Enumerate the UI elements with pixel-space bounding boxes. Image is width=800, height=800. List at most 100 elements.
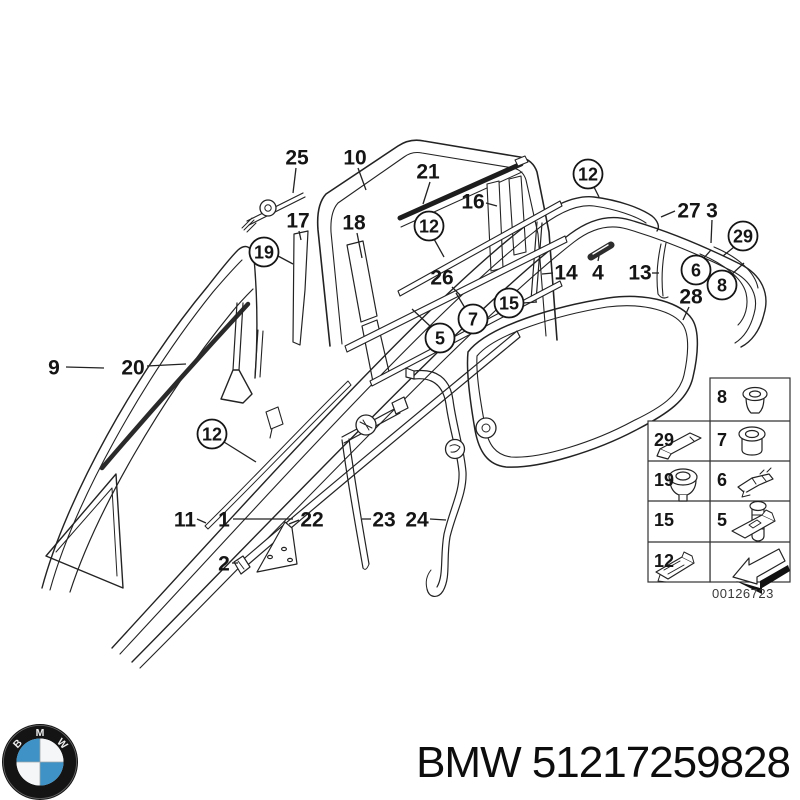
leader-line-8: [730, 262, 745, 276]
clamp-bracket-icon: [655, 551, 695, 583]
part-11-molding: [204, 380, 352, 530]
part-1-molding: [238, 330, 521, 570]
leader-line-18: [356, 232, 363, 259]
leader-lines: [65, 167, 745, 564]
legend-number-6: 6: [717, 470, 727, 490]
svg-text:1: 1: [218, 509, 230, 532]
small-clip: [265, 406, 284, 439]
leader-line-29: [722, 246, 735, 257]
svg-text:3: 3: [706, 200, 718, 223]
bmw-logo: B M W: [2, 724, 78, 800]
callout-9: 9: [48, 357, 60, 380]
round-grommet-icon: [738, 426, 766, 456]
waist-strip-a: [397, 200, 563, 297]
callout-24: 24: [405, 509, 429, 532]
leader-line-12: [223, 441, 257, 463]
svg-text:28: 28: [679, 286, 703, 309]
part-22-gusset: [256, 521, 298, 573]
callout-4: 4: [592, 262, 604, 285]
svg-text:29: 29: [733, 227, 753, 247]
leader-line-12: [433, 238, 445, 258]
direction-arrow-icon: [732, 548, 790, 594]
legend-number-15: 15: [654, 510, 674, 530]
svg-text:2: 2: [218, 553, 230, 576]
legend-number-5: 5: [717, 510, 727, 530]
legend-image-code: 00126723: [712, 586, 774, 601]
svg-text:5: 5: [435, 329, 445, 349]
leader-line-26: [451, 286, 462, 297]
leader-line-21: [422, 181, 431, 205]
roof-molding-b: [131, 216, 767, 669]
bracket-plate-icon: [731, 509, 776, 539]
svg-text:19: 19: [254, 243, 274, 263]
part-number-text: BMW 51217259828: [416, 738, 790, 787]
callout-circled-8: 8: [706, 269, 738, 301]
leader-line-15: [522, 301, 538, 304]
spring-clip-icon: [737, 467, 774, 498]
callout-circled-12: 12: [413, 210, 445, 242]
svg-text:16: 16: [461, 191, 484, 214]
callout-23: 23: [372, 509, 395, 532]
leader-line-20: [146, 363, 187, 367]
logo-quadrant-top-right: [40, 738, 64, 762]
part-17-pillar-trim: [292, 230, 309, 346]
callout-11: 11: [174, 509, 197, 532]
callout-circled-19: 19: [248, 236, 280, 268]
front-vent-wedge: [45, 473, 124, 589]
footer: B M W BMW 51217259828: [2, 724, 791, 800]
callout-2: 2: [218, 553, 230, 576]
svg-text:6: 6: [691, 261, 701, 281]
legend-number-19: 19: [654, 470, 674, 490]
callout-3: 3: [706, 200, 718, 223]
part-25-rod: [241, 192, 306, 233]
leader-line-7: [455, 292, 466, 309]
svg-text:14: 14: [554, 262, 578, 285]
svg-text:25: 25: [285, 147, 309, 170]
leader-line-5: [411, 308, 432, 328]
parts-drawing: [41, 139, 767, 669]
waist-strip-c: [369, 280, 563, 387]
part-24-seal: [405, 367, 467, 597]
svg-text:9: 9: [48, 357, 60, 380]
svg-text:11: 11: [174, 509, 197, 532]
callout-22: 22: [300, 509, 323, 532]
leader-line-27: [660, 210, 676, 218]
b-pillar-finisher: [220, 302, 264, 404]
part-9-front-frame: [41, 245, 258, 591]
part-2-clip: [233, 555, 251, 575]
part-4-cap: [587, 241, 615, 261]
logo-quadrant-top-left: [16, 738, 40, 762]
svg-text:8: 8: [717, 276, 727, 296]
svg-text:10: 10: [343, 147, 366, 170]
svg-text:27: 27: [677, 200, 700, 223]
callout-circled-29: 29: [727, 220, 759, 252]
leader-line-14: [541, 272, 554, 275]
callout-28: 28: [679, 286, 703, 309]
leader-line-24: [429, 518, 447, 521]
svg-text:18: 18: [342, 212, 366, 235]
callout-26: 26: [430, 267, 453, 290]
legend-number-7: 7: [717, 430, 727, 450]
part-14-bar-trim: [530, 221, 543, 302]
leader-line-4: [597, 255, 600, 262]
svg-text:7: 7: [468, 310, 478, 330]
callout-27: 27: [677, 200, 700, 223]
svg-text:12: 12: [202, 425, 222, 445]
svg-text:4: 4: [592, 262, 604, 285]
callout-14: 14: [554, 262, 578, 285]
svg-text:22: 22: [300, 509, 323, 532]
leader-line-25: [292, 167, 297, 194]
leader-line-9: [65, 366, 105, 369]
leader-line-12: [593, 186, 600, 198]
legend-number-29: 29: [654, 430, 674, 450]
part-20-front-frame-molding: [69, 288, 254, 593]
leader-line-16: [485, 202, 498, 207]
callout-16: 16: [461, 191, 484, 214]
logo-quadrant-bottom-right: [40, 762, 64, 786]
callout-circled-7: 7: [457, 303, 489, 335]
